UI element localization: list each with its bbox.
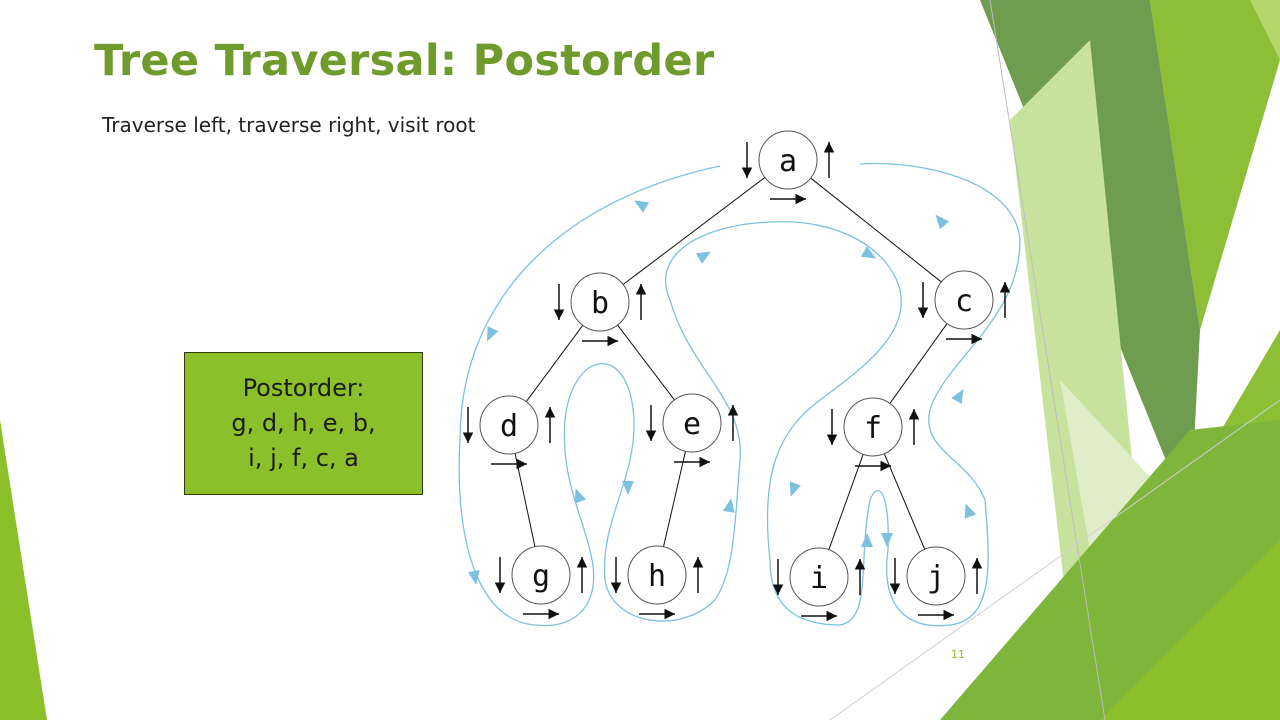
tree-edge-b-d — [525, 325, 584, 402]
result-heading: Postorder: — [242, 374, 365, 402]
tree-node-f: f — [843, 397, 903, 457]
slide-subtitle: Traverse left, traverse right, visit roo… — [102, 113, 476, 137]
traversal-path — [458, 162, 1021, 627]
tree-node-h: h — [627, 545, 687, 605]
tree-node-d: d — [479, 395, 539, 455]
node-circle — [934, 270, 994, 330]
tree-edge-f-j — [883, 453, 926, 550]
tree-edges — [514, 177, 948, 550]
bg-shape — [1150, 0, 1280, 330]
node-label-d: d — [500, 409, 518, 444]
node-label-a: a — [779, 144, 797, 179]
node-circle — [906, 546, 966, 606]
bg-shape — [1100, 540, 1280, 720]
tree-node-j: j — [906, 546, 966, 606]
node-label-b: b — [591, 286, 609, 321]
node-circle — [511, 545, 571, 605]
node-circle — [789, 547, 849, 607]
node-label-h: h — [648, 559, 666, 594]
tree-node-c: c — [934, 270, 994, 330]
tree-edge-a-b — [622, 177, 766, 285]
result-line-2: i, j, f, c, a — [248, 444, 359, 472]
result-line-1: g, d, h, e, b, — [231, 409, 376, 437]
node-label-g: g — [532, 559, 550, 594]
tree-edge-f-i — [828, 454, 864, 550]
node-direction-arrows — [462, 142, 1011, 622]
node-label-j: j — [927, 560, 945, 595]
tree-node-i: i — [789, 547, 849, 607]
path-arrowheads — [467, 200, 977, 585]
bg-shape — [0, 420, 47, 720]
tree-edge-c-f — [889, 323, 948, 404]
tree-node-e: e — [662, 393, 722, 453]
slide-title: Tree Traversal: Postorder — [94, 36, 715, 86]
node-label-i: i — [810, 561, 828, 596]
node-circle — [627, 545, 687, 605]
tree-edge-d-g — [514, 453, 536, 547]
tree-node-g: g — [511, 545, 571, 605]
node-label-c: c — [955, 284, 973, 319]
postorder-result-box: Postorder: g, d, h, e, b, i, j, f, c, a — [184, 352, 423, 495]
node-label-e: e — [683, 407, 701, 442]
node-label-f: f — [864, 411, 882, 446]
bg-line — [829, 399, 1280, 720]
tree-edge-b-e — [617, 324, 675, 401]
node-circle — [479, 395, 539, 455]
node-circle — [570, 272, 630, 332]
tree-node-a: a — [758, 130, 818, 190]
node-circle — [758, 130, 818, 190]
node-circle — [843, 397, 903, 457]
slide-number: 11 — [951, 648, 965, 661]
bg-shape — [1250, 0, 1280, 60]
node-circle — [662, 393, 722, 453]
tree-edge-a-c — [810, 177, 942, 283]
bg-line — [989, 0, 1106, 720]
tree-node-b: b — [570, 272, 630, 332]
tree-edge-e-h — [663, 451, 686, 547]
tree-nodes: a b c d e f g h i j — [479, 130, 994, 607]
